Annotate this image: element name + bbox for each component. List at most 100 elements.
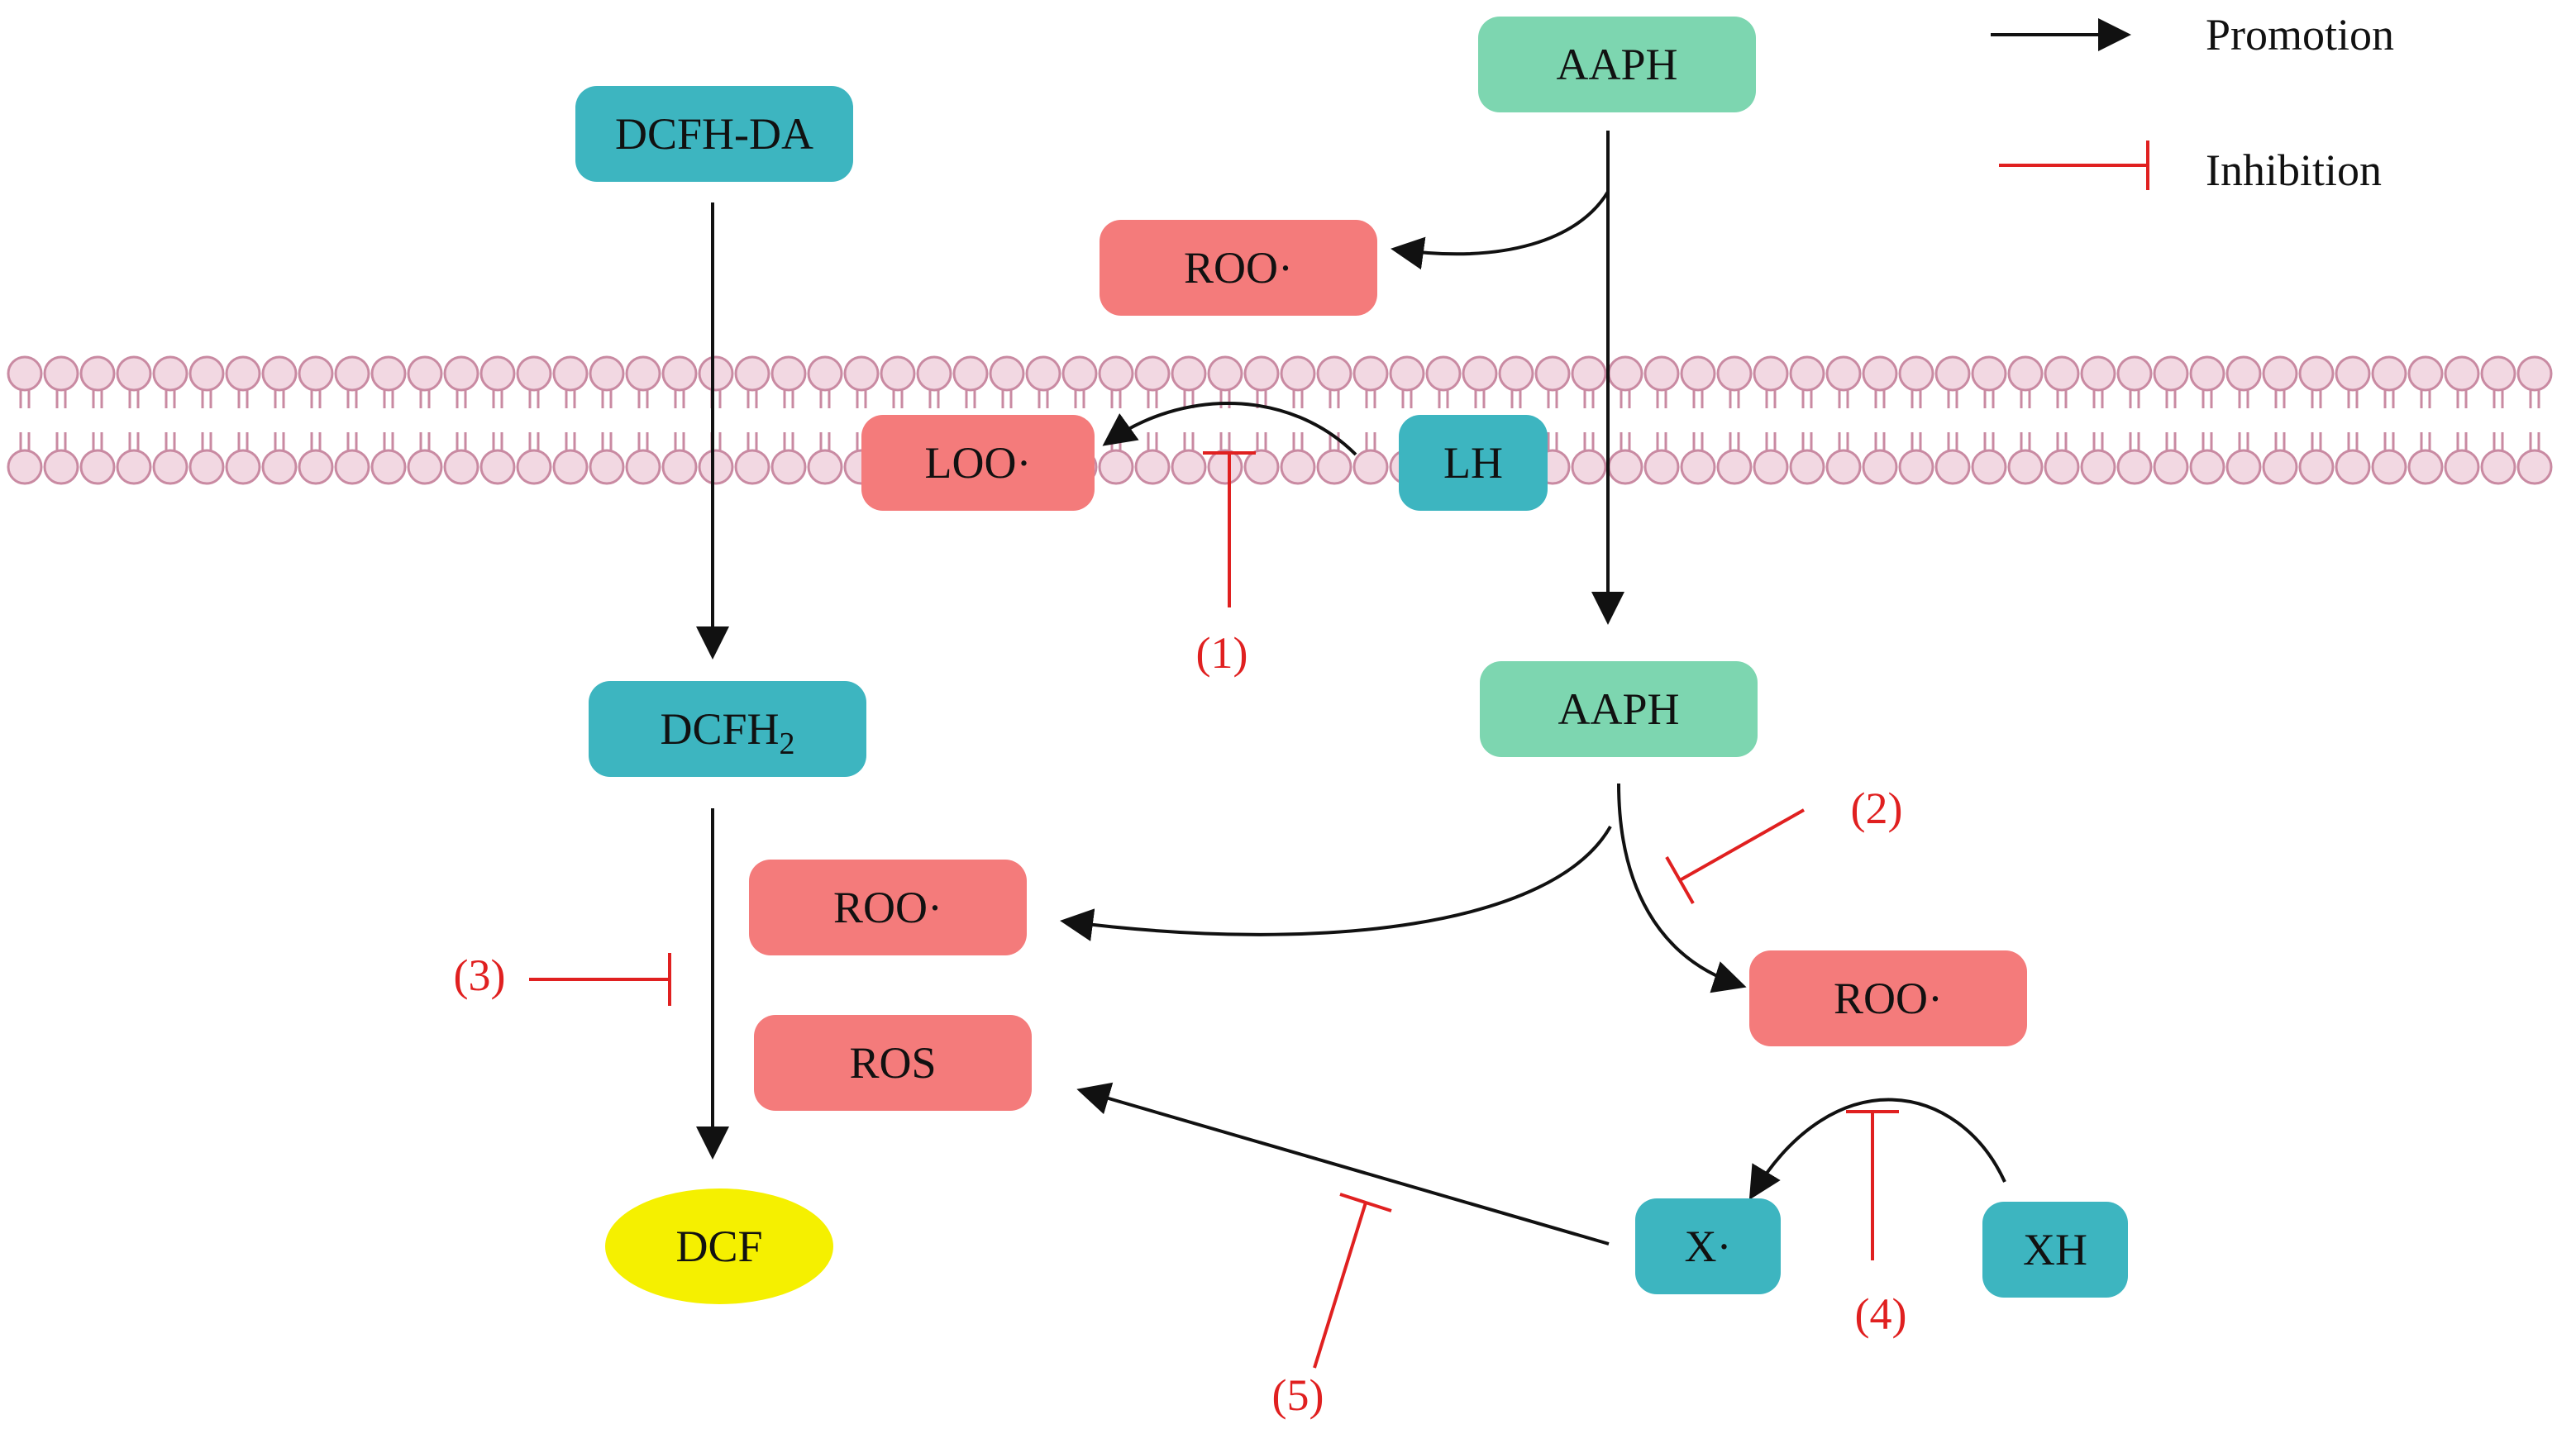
lipid-bilayer-membrane: [7, 355, 2553, 485]
arrow-xh-to-x-radical: [1748, 1098, 2006, 1200]
lipid-head: [479, 355, 516, 392]
arrow-lh-to-loo: [1102, 401, 1357, 456]
legend-inhibition-label: Inhibition: [2206, 145, 2382, 195]
node-roo-right: ROO·: [1749, 950, 2027, 1046]
lipid-head: [479, 449, 516, 485]
lipid-head: [1716, 449, 1753, 485]
node-dcfh2: DCFH2: [589, 681, 866, 777]
lipid-head: [1825, 449, 1862, 485]
lipid-head: [2225, 355, 2262, 392]
lipid-head: [1607, 449, 1643, 485]
lipid-head: [1753, 449, 1789, 485]
lipid-head: [2153, 355, 2189, 392]
lipid-head: [843, 355, 880, 392]
arrow-aaph-to-roo-upper: [1391, 190, 1610, 270]
legend: Promotion Inhibition: [2206, 10, 2394, 195]
inhibition-5: [1313, 1193, 1392, 1369]
dcfh2-base: DCFH: [660, 704, 779, 754]
lipid-head: [370, 449, 407, 485]
node-label: DCF: [675, 1222, 762, 1271]
lipid-head: [516, 355, 552, 392]
lipid-head: [2371, 449, 2407, 485]
legend-promotion-label: Promotion: [2206, 10, 2394, 60]
promotion-arrows: [696, 18, 2131, 1246]
lipid-head: [116, 449, 152, 485]
inhibition-1: [1203, 451, 1256, 607]
lipid-head: [1098, 449, 1134, 485]
lipid-head: [1934, 449, 1971, 485]
lipid-head: [2335, 449, 2371, 485]
lipid-head: [1898, 355, 1934, 392]
lipid-head: [1643, 449, 1680, 485]
lipid-head: [916, 355, 952, 392]
lipid-head: [1243, 355, 1280, 392]
node-aaph-top: AAPH: [1478, 17, 1756, 112]
lipid-head: [2480, 355, 2516, 392]
lipid-head: [552, 449, 589, 485]
lipid-head: [1280, 355, 1316, 392]
inhibition-3: [529, 953, 671, 1006]
lipid-head: [2444, 355, 2480, 392]
lipid-head: [1389, 355, 1425, 392]
lipid-head: [2189, 449, 2225, 485]
node-lh: LH: [1399, 415, 1548, 511]
lipid-head: [1243, 449, 1280, 485]
node-label: LH: [1443, 438, 1503, 488]
lipid-head: [770, 355, 807, 392]
site-labels: (1) (2) (3) (4) (5): [454, 628, 1907, 1420]
lipid-head: [952, 355, 989, 392]
lipid-head: [1352, 355, 1389, 392]
lipid-head: [188, 449, 225, 485]
lipid-head: [2371, 355, 2407, 392]
inhibition-2: [1665, 808, 1805, 904]
lipid-head: [407, 449, 443, 485]
lipid-head: [2444, 449, 2480, 485]
lipid-head: [1789, 449, 1825, 485]
arrow-x-radical-to-ros: [1076, 1082, 1610, 1246]
lipid-head: [734, 355, 770, 392]
lipid-head: [7, 449, 43, 485]
site-label-3: (3): [454, 950, 506, 1000]
lipid-head: [298, 355, 334, 392]
node-label: AAPH: [1556, 40, 1677, 89]
node-xh: XH: [1982, 1202, 2128, 1298]
lipid-head: [2298, 449, 2335, 485]
lipid-head: [2407, 355, 2444, 392]
node-dcf: DCF: [605, 1188, 833, 1304]
lipid-head: [1643, 355, 1680, 392]
lipid-head: [2044, 355, 2080, 392]
lipid-head: [2516, 449, 2553, 485]
lipid-head: [7, 355, 43, 392]
lipid-head: [661, 355, 698, 392]
lipid-head: [1534, 355, 1571, 392]
lipid-head: [443, 355, 479, 392]
lipid-head: [770, 449, 807, 485]
lipid-head: [334, 449, 370, 485]
lipid-head: [1025, 355, 1061, 392]
node-ros: ROS: [754, 1015, 1032, 1111]
lipid-head: [1316, 449, 1352, 485]
lipid-head: [261, 449, 298, 485]
site-label-4: (4): [1855, 1289, 1907, 1339]
lipid-head: [2407, 449, 2444, 485]
lipid-head: [298, 449, 334, 485]
lipid-head: [2080, 449, 2116, 485]
node-label: AAPH: [1558, 684, 1679, 734]
lipid-head: [589, 355, 625, 392]
node-label: LOO·: [925, 438, 1032, 488]
site-label-2: (2): [1851, 784, 1903, 833]
lipid-head: [1134, 355, 1171, 392]
lipid-head: [43, 449, 79, 485]
lipid-head: [2116, 449, 2153, 485]
lipid-head: [2516, 355, 2553, 392]
node-label: ROO·: [1184, 243, 1293, 293]
lipid-head: [79, 449, 116, 485]
lipid-head: [1862, 355, 1898, 392]
node-roo-left: ROO·: [749, 860, 1027, 955]
node-label: ROO·: [1834, 974, 1943, 1023]
lipid-head: [807, 355, 843, 392]
lipid-head: [261, 355, 298, 392]
node-x-radical: X·: [1635, 1198, 1781, 1294]
lipid-head: [625, 355, 661, 392]
